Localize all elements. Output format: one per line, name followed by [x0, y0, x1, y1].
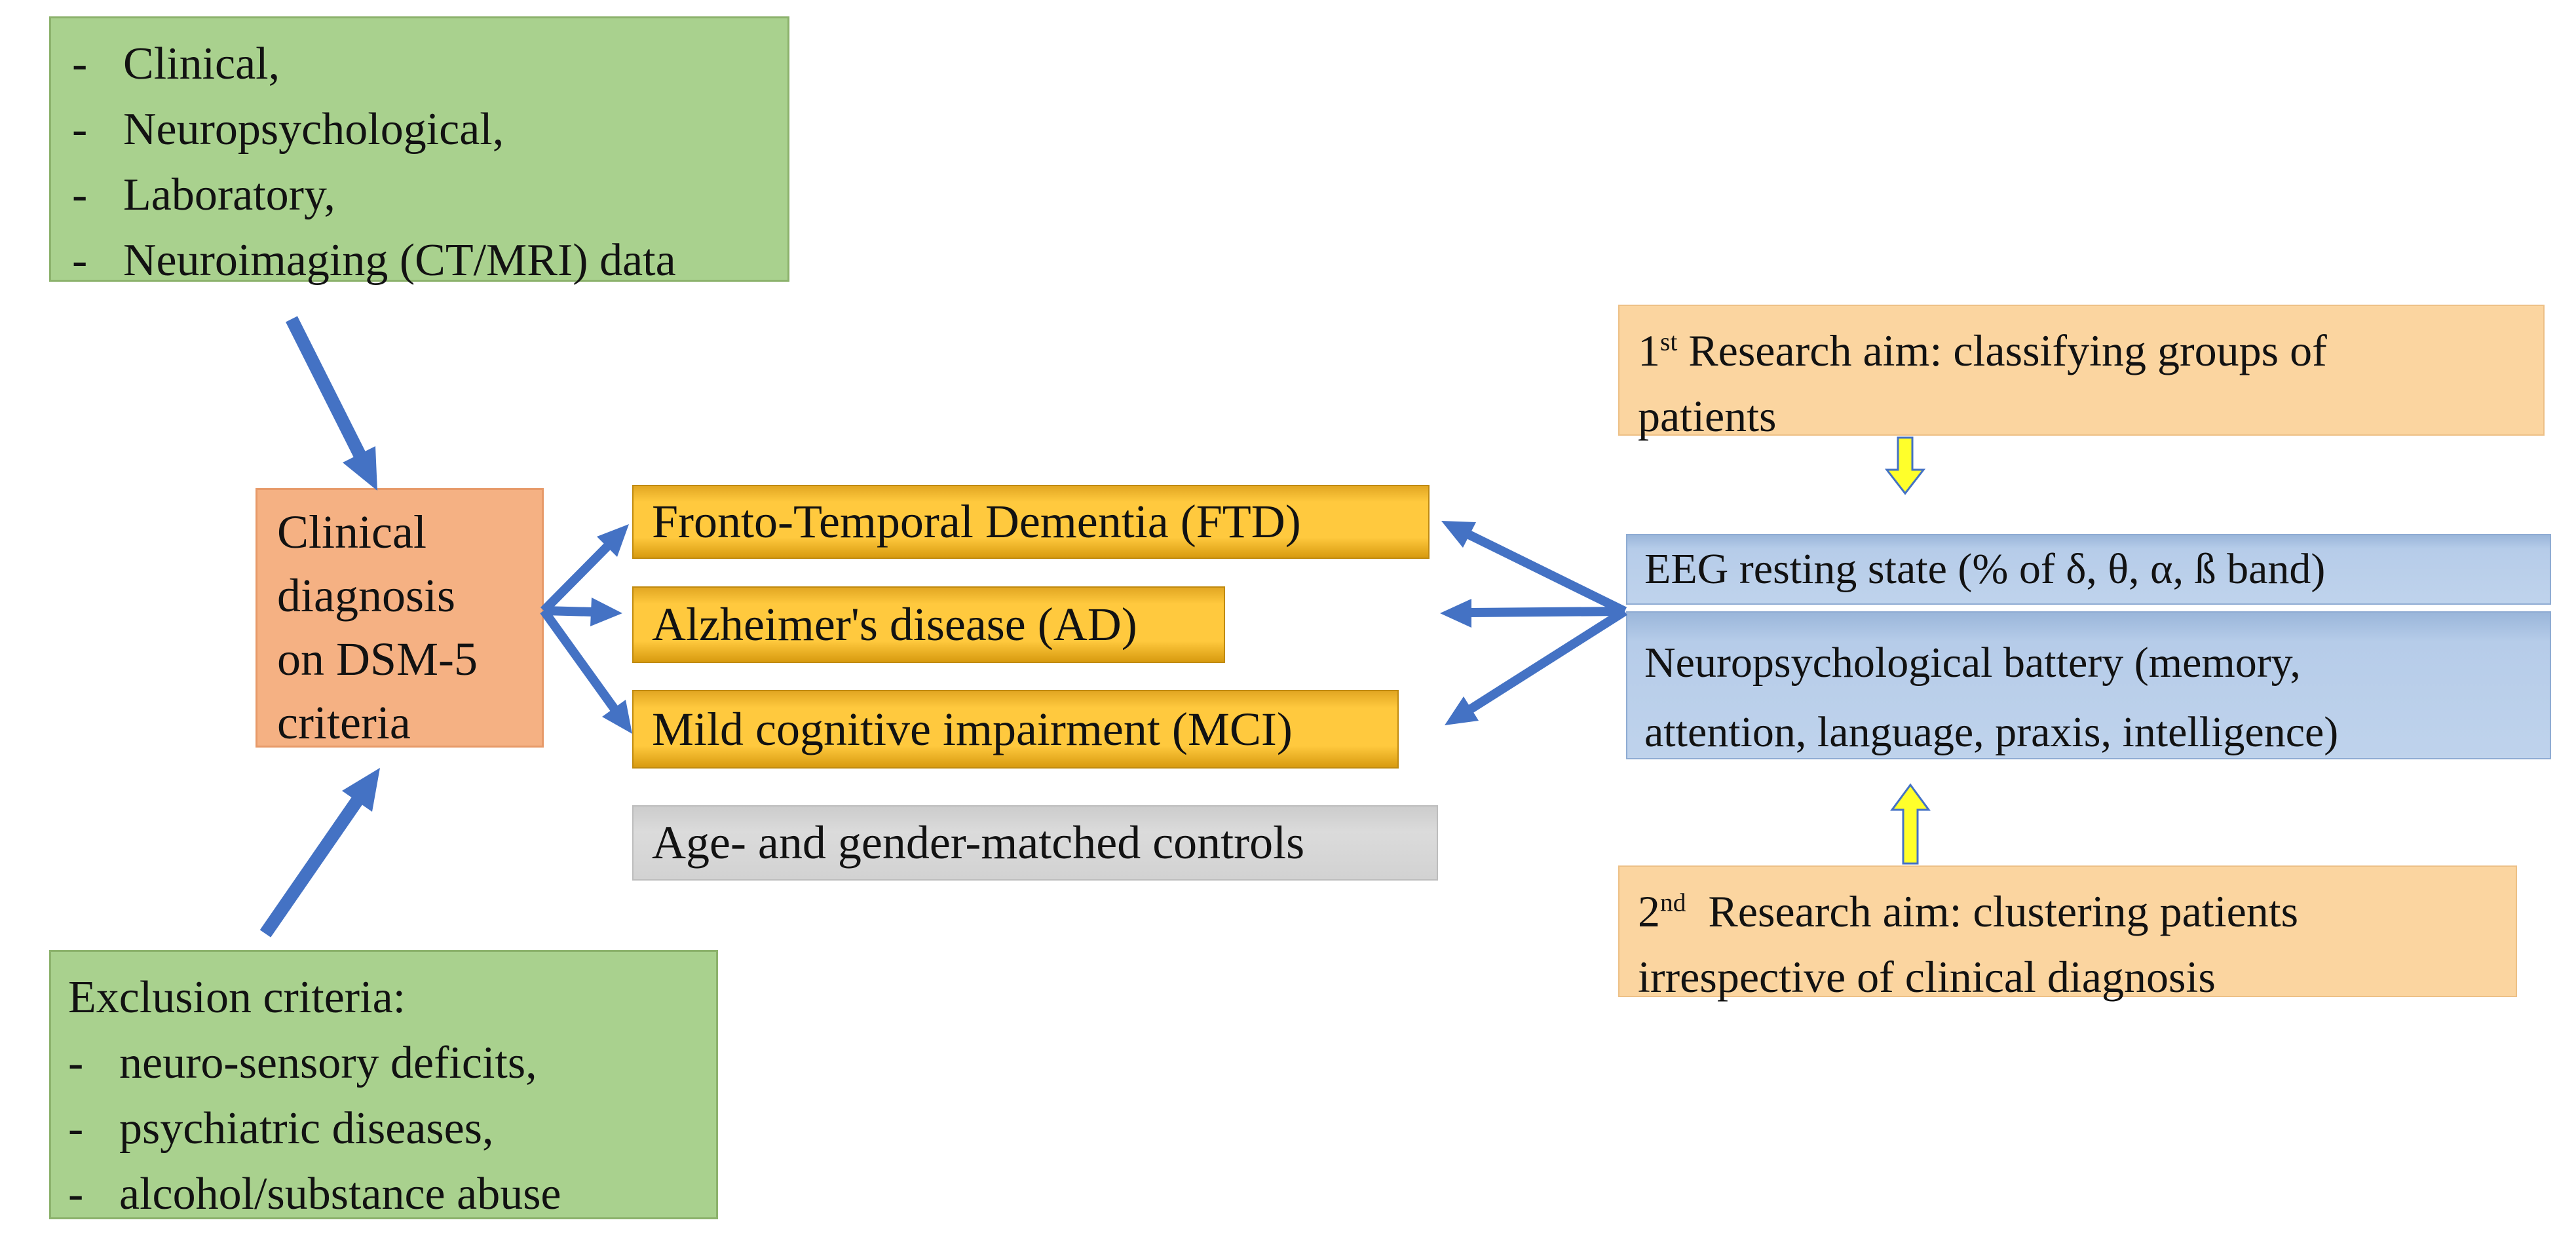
list-item-label: alcohol/substance abuse	[119, 1169, 561, 1219]
list-item-label: psychiatric diseases,	[119, 1103, 494, 1154]
aim2-number: 2	[1638, 886, 1660, 936]
ad-label: Alzheimer's disease (AD)	[652, 598, 1137, 651]
ftd-label: Fronto-Temporal Dementia (FTD)	[652, 495, 1301, 548]
list-item: - Laboratory,	[72, 162, 774, 228]
exclusion-criteria-box: Exclusion criteria: - neuro-sensory defi…	[49, 950, 718, 1219]
bullet-dash: -	[72, 235, 88, 286]
aim1-line1: 1st Research aim: classifying groups of	[1638, 318, 2543, 383]
list-item: - Clinical,	[72, 31, 774, 97]
diagnosis-line: criteria	[277, 696, 411, 749]
list-item-label: neuro-sensory deficits,	[119, 1038, 537, 1088]
bullet-dash: -	[68, 1103, 84, 1154]
clinical-diagnosis-box: Clinical diagnosis on DSM-5 criteria	[256, 488, 544, 749]
arrow-aim2-to-battery-icon	[1890, 783, 1931, 865]
diagnosis-line: diagnosis	[277, 569, 456, 622]
controls-label: Age- and gender-matched controls	[652, 816, 1305, 869]
aim1-ordinal: st	[1660, 327, 1678, 356]
list-item-label: Neuroimaging (CT/MRI) data	[123, 235, 676, 286]
list-item-label: Laboratory,	[123, 170, 335, 220]
list-item-label: Clinical,	[123, 39, 280, 89]
ad-group-box: Alzheimer's disease (AD)	[632, 586, 1225, 663]
measures-to-groups-arrows-icon	[1440, 521, 1627, 725]
aim1-text: Research aim: classifying groups of	[1677, 326, 2327, 375]
arrow-inclusion-to-diagnosis-icon	[286, 316, 377, 491]
inclusion-data-box: - Clinical, - Neuropsychological, - Labo…	[49, 16, 789, 286]
mci-group-box: Mild cognitive impairment (MCI)	[632, 690, 1399, 769]
battery-line1: Neuropsychological battery (memory,	[1644, 639, 2301, 687]
bullet-dash: -	[68, 1169, 84, 1219]
mci-label: Mild cognitive impairment (MCI)	[652, 702, 1293, 755]
diagnosis-line: on DSM-5	[277, 633, 478, 685]
eeg-label: EEG resting state (% of δ, θ, α, ß band)	[1644, 545, 2326, 593]
arrow-exclusion-to-diagnosis-icon	[259, 768, 380, 938]
neuropsych-battery-box: Neuropsychological battery (memory, atte…	[1626, 611, 2551, 759]
eeg-measure-box: EEG resting state (% of δ, θ, α, ß band)	[1626, 534, 2551, 605]
diagnosis-line: Clinical	[277, 506, 426, 558]
exclusion-title: Exclusion criteria:	[68, 972, 406, 1023]
aim1-number: 1	[1638, 326, 1660, 375]
ftd-group-box: Fronto-Temporal Dementia (FTD)	[632, 485, 1430, 559]
list-item: - Neuropsychological,	[72, 97, 774, 162]
list-item: - neuro-sensory deficits,	[68, 1031, 703, 1096]
diagnosis-to-groups-arrows-icon	[540, 524, 632, 734]
research-aim-2-box: 2nd Research aim: clustering patients ir…	[1618, 865, 2517, 1002]
aim2-line1: 2nd Research aim: clustering patients	[1638, 879, 2516, 944]
bullet-dash: -	[72, 170, 88, 220]
aim2-text: Research aim: clustering patients	[1686, 886, 2299, 936]
bullet-dash: -	[72, 39, 88, 89]
controls-group-box: Age- and gender-matched controls	[632, 805, 1438, 881]
list-item: - Neuroimaging (CT/MRI) data	[72, 228, 774, 294]
list-item: - psychiatric diseases,	[68, 1096, 703, 1162]
bullet-dash: -	[68, 1038, 84, 1088]
bullet-dash: -	[72, 104, 88, 155]
aim1-line2: patients	[1638, 391, 1777, 441]
list-item: - alcohol/substance abuse	[68, 1162, 703, 1227]
battery-line2: attention, language, praxis, intelligenc…	[1644, 708, 2339, 756]
aim2-ordinal: nd	[1660, 888, 1686, 917]
research-aim-1-box: 1st Research aim: classifying groups of …	[1618, 305, 2545, 441]
list-item-label: Neuropsychological,	[123, 104, 504, 155]
aim2-line2: irrespective of clinical diagnosis	[1638, 952, 2216, 1002]
